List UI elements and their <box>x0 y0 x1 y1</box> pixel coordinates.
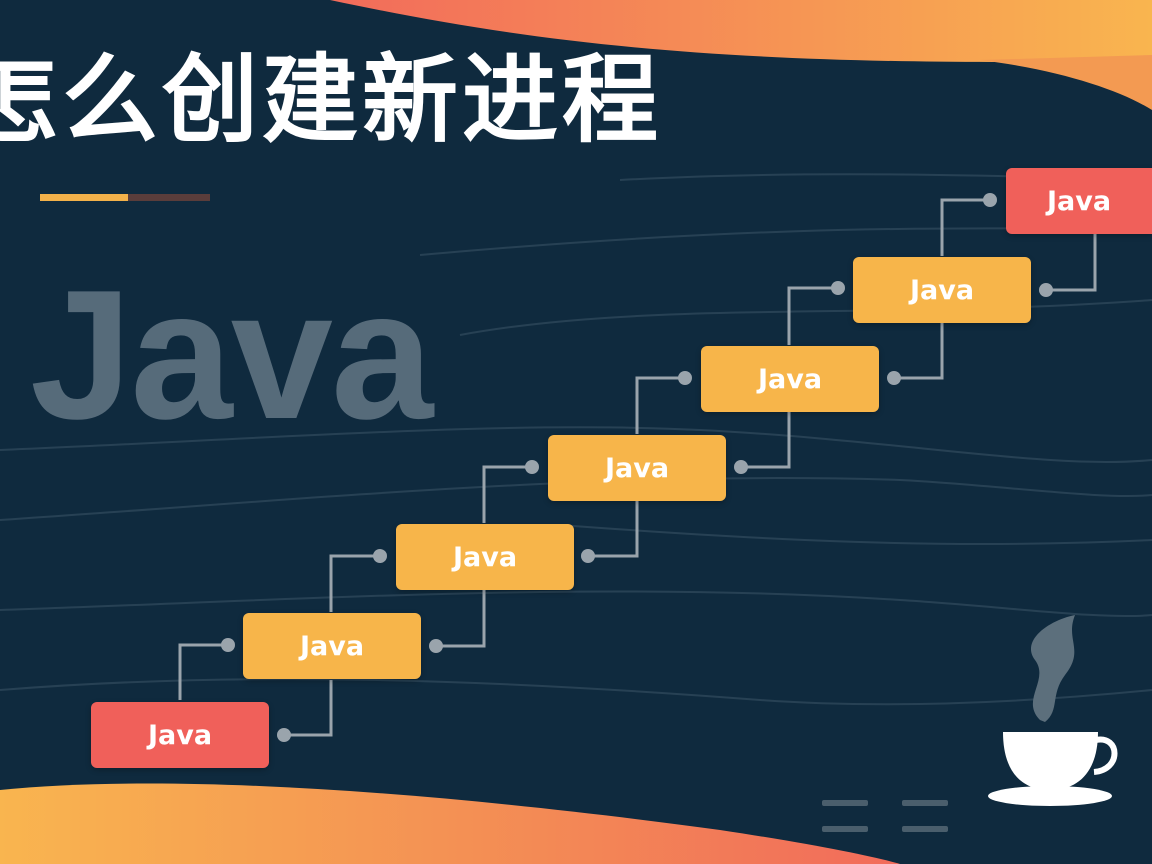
title-underline-muted <box>128 194 210 201</box>
node-label: Java <box>147 719 213 751</box>
node-label: Java <box>1046 185 1112 217</box>
menu-lines-icon <box>822 800 948 832</box>
background-java-word: Java <box>30 251 433 457</box>
coffee-cup-icon <box>988 615 1118 806</box>
title-underline-accent <box>40 194 128 201</box>
node-label: Java <box>909 274 975 306</box>
java-node-1: Java <box>91 702 269 768</box>
java-node-3: Java <box>396 524 574 590</box>
java-node-7: Java <box>1006 168 1152 234</box>
bottom-wave <box>0 783 900 864</box>
top-wave-tail <box>980 55 1152 110</box>
node-label: Java <box>757 363 823 395</box>
node-label: Java <box>299 630 365 662</box>
java-node-6: Java <box>853 257 1031 323</box>
java-node-2: Java <box>243 613 421 679</box>
java-node-5: Java <box>701 346 879 412</box>
top-wave <box>330 0 1152 62</box>
steam-icon <box>1030 615 1075 722</box>
page-title: 怎么创建新进程 <box>0 44 662 156</box>
java-node-4: Java <box>548 435 726 501</box>
node-label: Java <box>452 541 518 573</box>
node-label: Java <box>604 452 670 484</box>
